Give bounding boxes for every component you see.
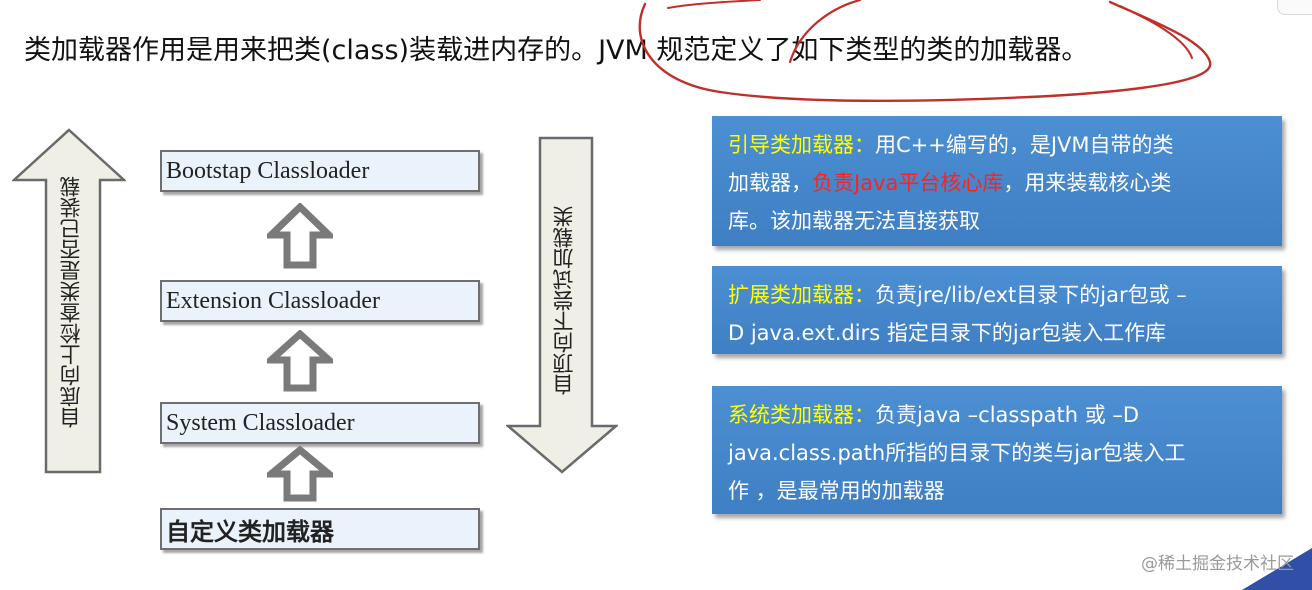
- description-text: 加载器，: [728, 171, 812, 195]
- description-line: 加载器，负责Java平台核心库，用来装载核心类: [728, 164, 1266, 202]
- top-down-arrow: [506, 136, 618, 474]
- description-line: 系统类加载器：负责java –classpath 或 –D: [728, 396, 1266, 434]
- description-line: 引导类加载器：用C++编写的，是JVM自带的类: [728, 126, 1266, 164]
- system-classloader-box: System Classloader: [160, 402, 480, 444]
- top-down-label: 自顶向下尝试加载类: [552, 206, 576, 396]
- bootstrap-classloader-box: Bootstap Classloader: [160, 150, 480, 192]
- window-corner: [1277, 0, 1312, 15]
- bottom-up-label: 自底向上检查类是否已装载: [59, 176, 83, 428]
- page-title: 类加载器作用是用来把类(class)装载进内存的。JVM 规范定义了如下类型的类…: [24, 35, 1089, 66]
- loader-name: 引导类加载器：: [728, 133, 875, 157]
- description-text: 负责jre/lib/ext目录下的jar包或 –: [875, 283, 1187, 307]
- extension-description-box: 扩展类加载器：负责jre/lib/ext目录下的jar包或 – D java.e…: [712, 266, 1282, 354]
- parent-arrow-icon: [267, 330, 333, 392]
- system-description-box: 系统类加载器：负责java –classpath 或 –D java.class…: [712, 386, 1282, 514]
- bottom-up-arrow: [12, 128, 126, 474]
- extension-classloader-box: Extension Classloader: [160, 280, 480, 322]
- description-text: 负责java –classpath 或 –D: [875, 403, 1140, 427]
- parent-arrow-icon: [267, 203, 333, 269]
- description-text: ，用来装载核心类: [1003, 171, 1172, 195]
- description-text: 用C++编写的，是JVM自带的类: [875, 133, 1174, 157]
- description-line: D java.ext.dirs 指定目录下的jar包装入工作库: [728, 321, 1167, 345]
- description-line: 扩展类加载器：负责jre/lib/ext目录下的jar包或 –: [728, 276, 1266, 314]
- description-line: java.class.path所指的目录下的类与jar包装入工: [728, 441, 1186, 465]
- loader-name: 扩展类加载器：: [728, 283, 875, 307]
- description-line: 库。该加载器无法直接获取: [728, 209, 980, 233]
- pen-annotation: [638, 0, 1212, 102]
- highlight-text: 负责Java平台核心库: [812, 171, 1004, 195]
- watermark: @稀土掘金技术社区: [1141, 554, 1294, 574]
- corner-decoration: [1242, 548, 1312, 590]
- parent-arrow-icon: [267, 446, 333, 502]
- loader-name: 系统类加载器：: [728, 403, 875, 427]
- bootstrap-description-box: 引导类加载器：用C++编写的，是JVM自带的类 加载器，负责Java平台核心库，…: [712, 116, 1282, 246]
- description-line: 作 ，是最常用的加载器: [728, 479, 945, 503]
- custom-classloader-box: 自定义类加载器: [160, 508, 480, 550]
